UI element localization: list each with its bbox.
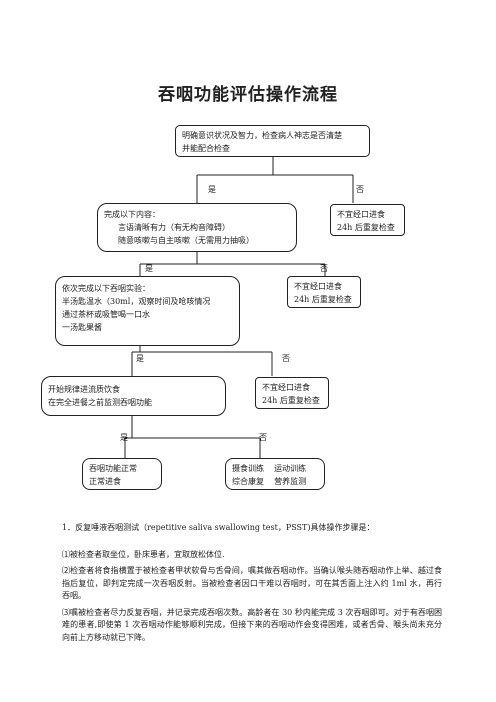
no-label: 否 [259, 433, 267, 442]
box-text: 开始规律进流质饮食 [48, 385, 120, 394]
box-text: 随意咳嗽与自主咳嗽（无需用力抽吸） [118, 236, 254, 245]
psst-heading: 1．反复唾液吞咽测试（repetitive saliva swallowing … [62, 523, 375, 532]
step-item: ⑶嘱被检查者尽力反复吞咽，并记录完成吞咽次数。高龄者在 30 秒内能完成 3 次… [62, 607, 442, 642]
box-text: 摄食训练 运动训练 [232, 464, 307, 473]
box-text: 完成以下内容： [104, 210, 160, 219]
box-text: 吞咽功能正常 [89, 464, 137, 473]
box-text: 半汤匙温水（30ml，观察时间及呛咳情况 [62, 297, 211, 306]
box-text: 24h 后重复检查 [294, 295, 352, 304]
yes-label: 是 [136, 354, 144, 363]
box-text: 不宜经口进食 [294, 282, 342, 291]
box-text: 在完全进餐之前监测吞咽功能 [48, 398, 152, 407]
box-text: 不宜经口进食 [262, 383, 310, 392]
no-label: 否 [320, 264, 328, 273]
liquid-diet-box: 开始规律进流质饮食 在完全进餐之前监测吞咽功能 [41, 376, 226, 416]
consciousness-check-box: 明确意识状况及智力，检查病人神志是否清楚 并能配合检查 [175, 125, 370, 157]
swallow-test-box: 依次完成以下吞咽实验： 半汤匙温水（30ml，观察时间及呛咳情况 通过茶杯或吸管… [55, 276, 240, 346]
no-oral-intake-box-1: 不宜经口进食 24h 后重复检查 [330, 204, 405, 236]
step-item: ⑴被检查者取坐位，卧床患者，宜取放松体位. [62, 549, 225, 559]
box-text: 一汤匙果酱 [62, 323, 102, 332]
rehab-training-box: 摄食训练 运动训练 综合康复 营养监测 [225, 458, 325, 490]
box-text: 综合康复 营养监测 [232, 477, 307, 486]
no-oral-intake-box-2: 不宜经口进食 24h 后重复检查 [287, 276, 361, 308]
speech-cough-check-box: 完成以下内容： 言语清晰有力（有无构音障碍） 随意咳嗽与自主咳嗽（无需用力抽吸） [97, 203, 297, 252]
no-label: 否 [282, 354, 290, 363]
no-oral-intake-box-3: 不宜经口进食 24h 后重复检查 [255, 377, 329, 409]
psst-steps-section: 1．反复唾液吞咽测试（repetitive saliva swallowing … [62, 522, 442, 648]
box-text: 言语清晰有力（有无构音障碍） [118, 223, 230, 232]
no-label: 否 [356, 185, 364, 194]
box-text: 24h 后重复检查 [337, 223, 395, 232]
yes-label: 是 [208, 185, 216, 194]
box-text: 通过茶杯或吸管喝一口水 [62, 310, 150, 319]
box-text: 明确意识状况及智力，检查病人神志是否清楚 [182, 131, 342, 140]
page-title: 吞咽功能评估操作流程 [158, 85, 338, 105]
step-item: ⑵检查者将食指横置于被检查者甲状软骨与舌骨间，嘱其做吞咽动作。当确认喉头随吞咽动… [62, 566, 442, 600]
box-text: 正常进食 [89, 477, 121, 486]
yes-label: 是 [145, 264, 153, 273]
yes-label: 是 [120, 433, 128, 442]
box-text: 依次完成以下吞咽实验： [62, 284, 150, 293]
box-text: 24h 后重复检查 [262, 396, 320, 405]
normal-swallow-box: 吞咽功能正常 正常进食 [82, 458, 162, 490]
box-text: 并能配合检查 [182, 144, 230, 153]
box-text: 不宜经口进食 [337, 210, 385, 219]
